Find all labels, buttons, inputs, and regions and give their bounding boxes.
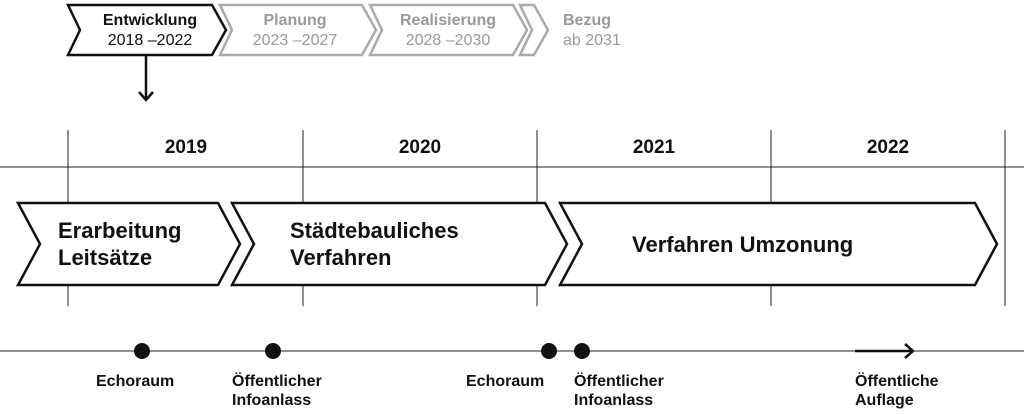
- phase-chevron-realisierung: [368, 3, 529, 57]
- step-chevron-leitsaetze: [15, 201, 242, 287]
- phase-realisierung: Realisierung 2028 –2030: [383, 11, 513, 51]
- step-chevron-staedtebau: [229, 201, 569, 287]
- phase-years: ab 2031: [563, 32, 621, 49]
- step-line: Leitsätze: [58, 245, 153, 270]
- phase-planung: Planung 2023 –2027: [230, 11, 360, 51]
- step-label: Verfahren Umzonung: [632, 231, 853, 258]
- phase-years: 2023 –2027: [252, 32, 338, 49]
- event-line: Öffentlicher: [574, 373, 664, 390]
- year-label: 2021: [632, 137, 676, 158]
- event-dot: [134, 343, 150, 359]
- event-dot: [265, 343, 281, 359]
- event-line: Infoanlass: [232, 392, 312, 409]
- arrow-right-icon: [904, 343, 915, 359]
- event-label: Echoraum: [96, 372, 174, 391]
- step-line: Städtebauliches: [290, 218, 459, 243]
- event-line: Auflage: [855, 392, 914, 409]
- year-label: 2019: [164, 137, 208, 158]
- phase-years: 2028 –2030: [405, 32, 491, 49]
- event-line: Echoraum: [466, 373, 545, 390]
- year-label: 2020: [398, 137, 442, 158]
- phase-name: Entwicklung: [102, 12, 198, 29]
- arrow-head-icon: [138, 91, 154, 102]
- phase-name: Planung: [263, 12, 327, 29]
- event-label: Echoraum: [466, 372, 544, 391]
- phase-entwicklung: Entwicklung 2018 –2022: [85, 11, 215, 51]
- step-line: Erarbeitung: [58, 218, 182, 243]
- phase-years: 2018 –2022: [107, 32, 193, 49]
- phase-chevron-bezug: [518, 3, 550, 57]
- year-label: 2022: [866, 137, 910, 158]
- event-dot: [541, 343, 557, 359]
- event-line: Infoanlass: [574, 392, 654, 409]
- event-dot: [574, 343, 590, 359]
- phase-bezug: Bezug ab 2031: [563, 11, 621, 51]
- step-line: Verfahren: [290, 245, 392, 270]
- step-line: Verfahren Umzonung: [632, 232, 854, 257]
- step-chevron-umzonung: [557, 201, 999, 287]
- phase-name: Realisierung: [399, 12, 497, 29]
- event-line: Echoraum: [96, 373, 175, 390]
- phase-chevron-planung: [218, 3, 378, 57]
- phase-name: Bezug: [563, 12, 611, 29]
- event-line: Öffentlicher: [232, 373, 322, 390]
- phase-chevron-entwicklung: [66, 3, 228, 57]
- event-line: Öffentliche: [855, 373, 939, 390]
